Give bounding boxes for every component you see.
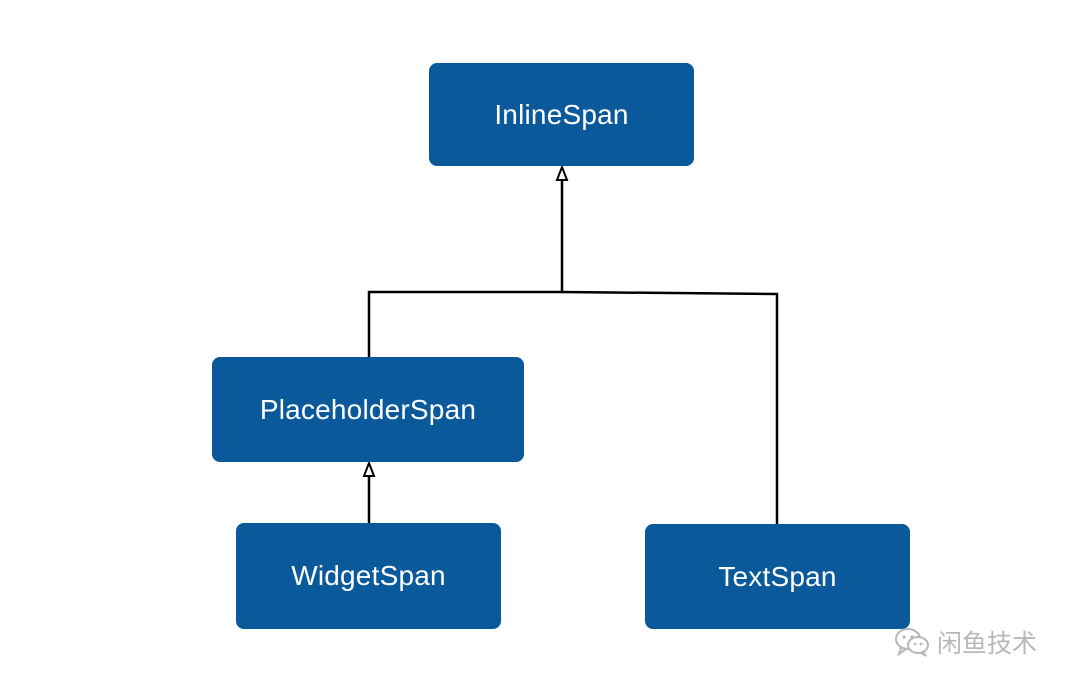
widget-span-node: WidgetSpan xyxy=(236,523,501,629)
edge-placeholder-to-inline xyxy=(367,178,564,357)
placeholder-span-label: PlaceholderSpan xyxy=(259,393,477,425)
inline-span-label: InlineSpan xyxy=(494,98,629,130)
arrowhead-inline xyxy=(555,164,569,181)
text-span-node: TextSpan xyxy=(645,524,910,629)
arrowhead-placeholder xyxy=(362,460,376,477)
inline-span-node: InlineSpan xyxy=(429,63,694,166)
edge-text-to-inline xyxy=(561,290,779,524)
widget-span-label: WidgetSpan xyxy=(291,560,446,591)
text-span-label: TextSpan xyxy=(718,560,837,592)
watermark: 闲鱼技术 xyxy=(893,622,1037,662)
wechat-icon xyxy=(893,626,931,658)
placeholder-span-node: PlaceholderSpan xyxy=(212,357,524,462)
watermark-text: 闲鱼技术 xyxy=(937,629,1038,658)
